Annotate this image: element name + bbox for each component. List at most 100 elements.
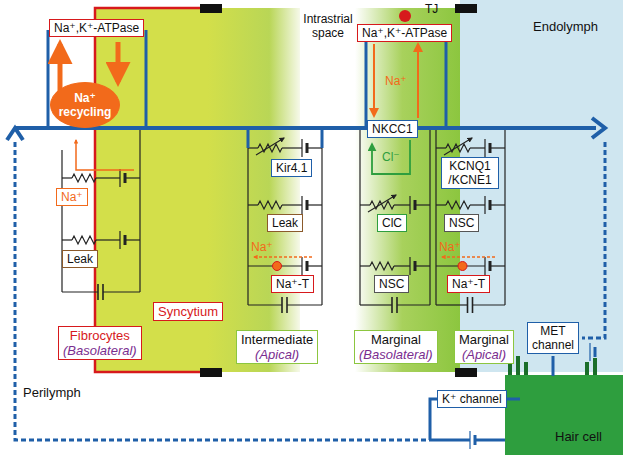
wire	[507, 398, 520, 401]
resistor-symbol	[258, 201, 282, 209]
rail	[435, 128, 436, 305]
capacitor-symbol	[391, 297, 393, 313]
region-label: Endolymph	[533, 20, 598, 34]
variable-arrow	[256, 138, 284, 155]
pump-symbol	[399, 10, 411, 22]
wire	[436, 304, 468, 305]
wire	[321, 128, 324, 148]
wire	[282, 147, 302, 148]
node-text: Leak	[272, 216, 298, 230]
na-arrow	[417, 44, 419, 118]
node-text: Hair cell	[555, 429, 602, 444]
na-arrow	[58, 44, 63, 92]
wire	[307, 147, 322, 148]
current-path	[15, 126, 596, 130]
battery-symbol	[119, 231, 120, 249]
tight-junction	[200, 4, 222, 13]
battery-symbol	[484, 196, 485, 214]
wire	[248, 204, 258, 205]
node-text: Na⁺-T	[276, 277, 309, 291]
tight-junction	[200, 368, 222, 377]
node-text: Na⁺ recycling	[55, 91, 115, 119]
wire	[47, 30, 50, 128]
battery-symbol	[301, 257, 302, 275]
wire	[436, 204, 446, 205]
flux-arrow	[254, 256, 312, 258]
resistor-symbol	[370, 201, 394, 209]
resistor-symbol	[72, 174, 96, 182]
marginal-cell-region	[355, 8, 460, 372]
hair-cell-body	[505, 375, 623, 455]
node-text: Syncytium	[158, 304, 218, 319]
region-label-box: Syncytium	[153, 302, 223, 321]
wire	[62, 239, 72, 240]
variable-arrow	[368, 195, 396, 212]
return-path	[582, 142, 605, 338]
capacitor-symbol	[467, 297, 469, 313]
cell-label-box: Marginal(Apical)	[454, 330, 514, 364]
pump-box: Na⁺,K⁺-ATPase	[49, 19, 144, 37]
wire	[490, 265, 505, 266]
recycling-circle: Na⁺ recycling	[50, 82, 120, 128]
node-text: ClC	[382, 216, 402, 230]
resistor-symbol	[446, 144, 470, 152]
junction-label: TJ	[425, 2, 438, 16]
battery-symbol	[589, 343, 590, 361]
wire	[445, 30, 448, 128]
resistor-symbol	[446, 201, 470, 209]
wire	[359, 128, 360, 150]
node-text: Kir4.1	[276, 161, 307, 175]
node-text: MET channel	[532, 324, 574, 352]
wire	[248, 304, 282, 305]
tight-junction	[455, 4, 477, 13]
wire	[552, 356, 555, 376]
wire	[490, 204, 505, 205]
node-text: NKCC1	[372, 122, 413, 136]
channel-box: NSC	[444, 214, 479, 232]
transporter-box: Na⁺-T	[271, 275, 314, 293]
region-label: Perilymph	[23, 386, 81, 400]
transporter-symbol	[273, 262, 282, 271]
wire	[470, 204, 485, 205]
node-text: Fibrocytes	[63, 328, 137, 343]
cell-label-box: Fibrocytes(Basolateral)	[58, 326, 142, 360]
wire	[360, 265, 370, 266]
wire	[415, 265, 430, 266]
channel-box: K⁺ channel	[437, 390, 507, 408]
region-label: Intrastrial space	[296, 12, 360, 40]
wire	[436, 147, 446, 148]
flux-arrow	[442, 256, 495, 258]
stereocilia	[508, 356, 597, 375]
battery-symbol	[409, 196, 410, 214]
wire	[62, 291, 98, 292]
cell-label-box: Marginal(Basolateral)	[354, 330, 438, 364]
battery-symbol	[409, 257, 410, 275]
wire	[365, 30, 368, 128]
wire	[360, 304, 392, 305]
na-arrow	[373, 44, 375, 116]
wire	[62, 177, 72, 178]
node-text: NSC	[449, 216, 474, 230]
node-text: Na⁺,K⁺-ATPase	[362, 26, 447, 40]
wire	[307, 265, 322, 266]
wire	[96, 239, 120, 240]
wire	[360, 204, 370, 205]
wire	[103, 291, 140, 292]
node-text: Marginal	[359, 332, 433, 347]
transporter-symbol	[458, 262, 467, 271]
channel-box: ClC	[377, 214, 407, 232]
rail	[504, 128, 505, 305]
wire	[429, 128, 430, 150]
variable-arrow	[444, 138, 472, 155]
wire	[282, 204, 302, 205]
wire	[415, 204, 430, 205]
wire	[394, 204, 410, 205]
wire	[145, 30, 148, 128]
node-subtext: (Apical)	[459, 347, 509, 362]
cell-label: Hair cell	[551, 428, 606, 445]
channel-box: Kir4.1	[271, 159, 312, 177]
wire	[96, 177, 120, 178]
